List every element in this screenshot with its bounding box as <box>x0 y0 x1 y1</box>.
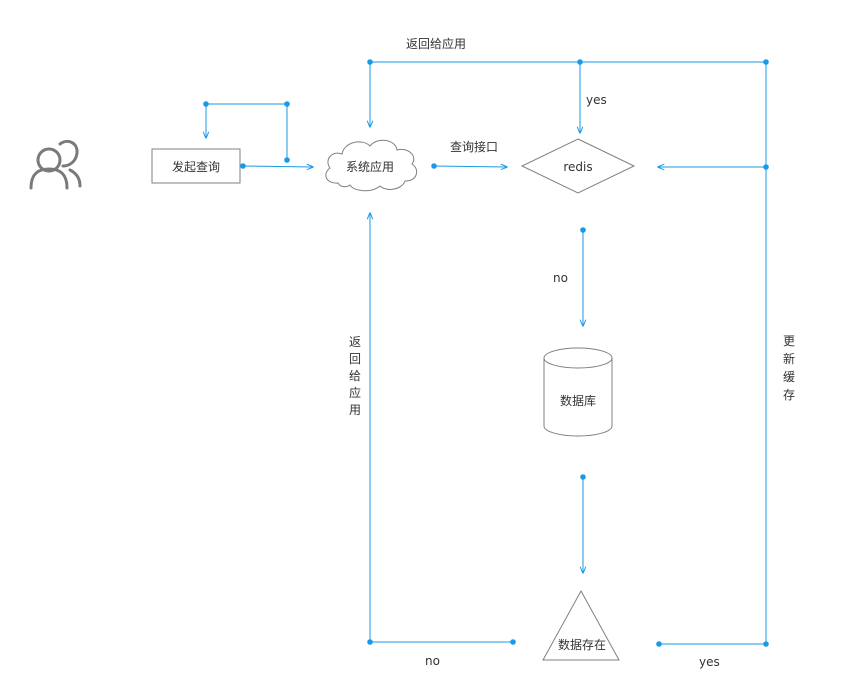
connector-endpoints <box>203 59 769 647</box>
database-label: 数据库 <box>560 393 596 408</box>
svg-text:应: 应 <box>349 385 361 400</box>
svg-text:存: 存 <box>783 388 795 402</box>
svg-text:返: 返 <box>349 335 361 349</box>
return-to-app-vertical-label: 返 回 给 应 用 <box>349 335 361 417</box>
data-exists-node[interactable]: 数据存在 <box>542 589 620 661</box>
database-node[interactable]: 数据库 <box>543 347 613 437</box>
no-return-to-app-connector[interactable] <box>370 213 513 643</box>
yes-exists-label: yes <box>699 655 720 669</box>
query-to-app-connector[interactable] <box>242 166 313 167</box>
redis-label: redis <box>563 160 592 174</box>
no-exists-label: no <box>425 654 440 668</box>
query-node-label: 发起查询 <box>172 159 220 174</box>
return-to-app-top-connector[interactable] <box>370 61 766 127</box>
system-app-label: 系统应用 <box>346 159 394 174</box>
query-node[interactable]: 发起查询 <box>151 148 241 184</box>
svg-text:用: 用 <box>349 403 361 417</box>
yes-redis-label: yes <box>586 93 607 107</box>
svg-text:回: 回 <box>349 352 361 366</box>
update-cache-vertical-label: 更 新 缓 存 <box>783 334 795 402</box>
redis-node[interactable]: redis <box>520 138 636 194</box>
return-to-app-top-label: 返回给应用 <box>406 36 466 51</box>
svg-text:更: 更 <box>783 334 795 348</box>
query-self-loop-connector[interactable] <box>206 103 288 160</box>
svg-text:缓: 缓 <box>783 370 795 384</box>
no-redis-label: no <box>553 271 568 285</box>
user-group-icon <box>29 139 82 190</box>
system-app-node[interactable]: 系统应用 <box>325 139 418 192</box>
app-to-redis-connector[interactable] <box>433 166 507 167</box>
svg-text:给: 给 <box>349 369 361 383</box>
query-interface-label: 查询接口 <box>450 139 498 154</box>
svg-text:新: 新 <box>783 351 795 366</box>
data-exists-label: 数据存在 <box>558 637 606 652</box>
